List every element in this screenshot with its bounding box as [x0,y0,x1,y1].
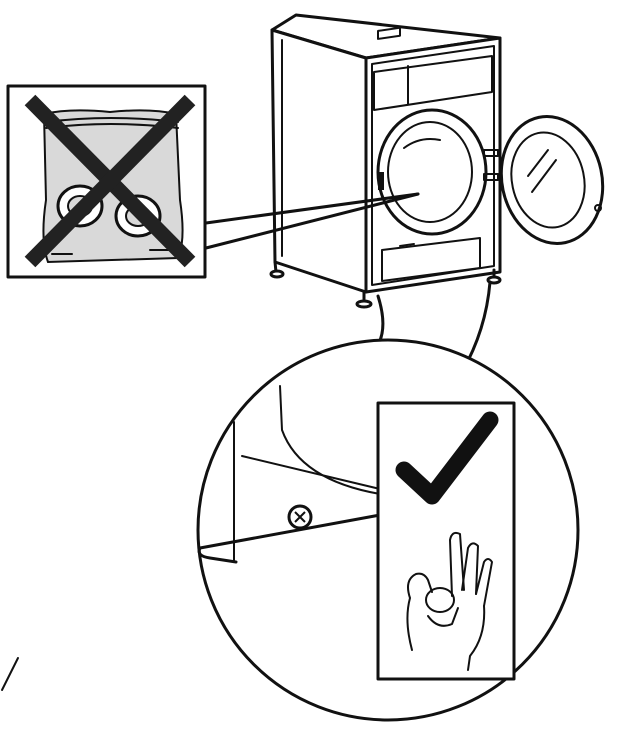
correct-panel [198,282,578,720]
open-door [490,107,614,253]
correct-panel-frame [378,403,514,679]
door-lock [378,172,384,190]
washing-machine [271,15,614,307]
stray-mark [2,658,18,690]
hole-plug [289,506,311,528]
machine-side [272,30,366,292]
